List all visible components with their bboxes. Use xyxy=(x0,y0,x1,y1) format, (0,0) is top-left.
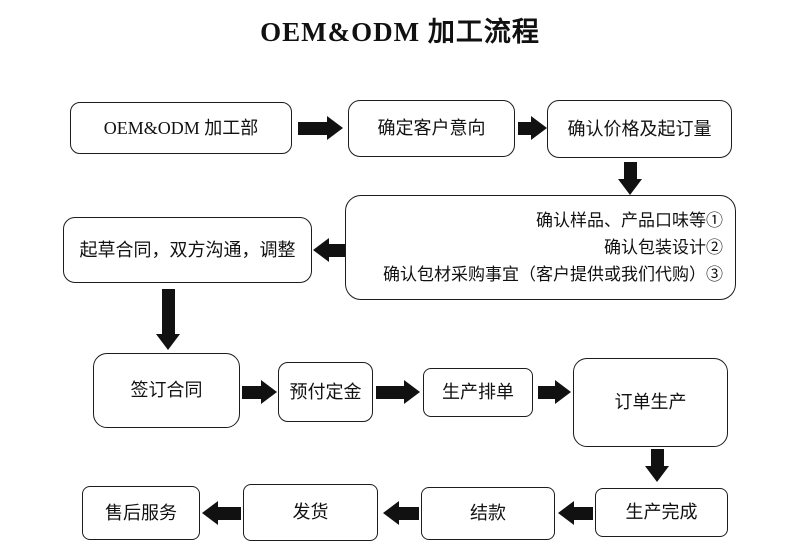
page-title: OEM&ODM 加工流程 xyxy=(260,17,540,47)
node-order-production: 订单生产 xyxy=(573,358,728,447)
confirm-line-2: 确认包装设计② xyxy=(604,238,723,257)
arrow-down-price-to-confirm-icon xyxy=(618,162,642,195)
node-label: 生产排单 xyxy=(442,382,514,403)
node-label: 生产完成 xyxy=(625,502,698,523)
node-label: 预付定金 xyxy=(289,381,362,402)
arrow-down-draft-to-sign-icon xyxy=(156,289,180,350)
arrow-left-shipment-to-aftersales-icon xyxy=(202,501,241,525)
arrow-left-payment-to-shipment-icon xyxy=(383,501,419,525)
node-label: 售后服务 xyxy=(105,502,177,523)
confirm-line-1: 确认样品、产品口味等① xyxy=(536,211,723,230)
arrow-down-production-to-complete-icon xyxy=(645,449,669,482)
node-label: 起草合同，双方沟通，调整 xyxy=(79,239,296,260)
node-shipment: 发货 xyxy=(243,484,378,541)
node-customer-intent: 确定客户意向 xyxy=(348,100,515,157)
node-label: 结款 xyxy=(470,503,506,524)
node-confirm-details: 确认样品、产品口味等① 确认包装设计② 确认包材采购事宜（客户提供或我们代购）③ xyxy=(345,195,736,300)
arrow-left-confirm-to-draft-icon xyxy=(313,238,345,262)
node-label: 订单生产 xyxy=(614,392,687,413)
node-production-complete: 生产完成 xyxy=(595,488,728,537)
node-draft-contract: 起草合同，双方沟通，调整 xyxy=(63,217,312,283)
node-production-schedule: 生产排单 xyxy=(423,368,533,417)
node-price-moq: 确认价格及起订量 xyxy=(547,100,732,158)
node-label: 发货 xyxy=(292,502,329,523)
arrow-right-schedule-to-production-icon xyxy=(538,380,571,404)
arrow-right-sign-to-deposit-icon xyxy=(242,380,277,404)
arrow-right-intent-to-price-icon xyxy=(518,116,547,140)
arrow-left-complete-to-payment-icon xyxy=(558,501,593,525)
node-deposit: 预付定金 xyxy=(278,362,373,422)
arrow-right-dept-to-intent-icon xyxy=(298,116,343,140)
node-label: OEM&ODM 加工部 xyxy=(103,117,259,138)
node-label: 签订合同 xyxy=(130,380,203,401)
node-oem-odm-dept: OEM&ODM 加工部 xyxy=(70,102,292,154)
node-settle-payment: 结款 xyxy=(421,487,555,540)
arrow-right-deposit-to-schedule-icon xyxy=(376,380,420,404)
node-after-sales: 售后服务 xyxy=(82,486,200,540)
node-label: 确认价格及起订量 xyxy=(567,118,712,139)
confirm-line-3: 确认包材采购事宜（客户提供或我们代购）③ xyxy=(383,265,723,284)
node-label: 确定客户意向 xyxy=(377,118,486,139)
node-sign-contract: 签订合同 xyxy=(93,353,240,428)
